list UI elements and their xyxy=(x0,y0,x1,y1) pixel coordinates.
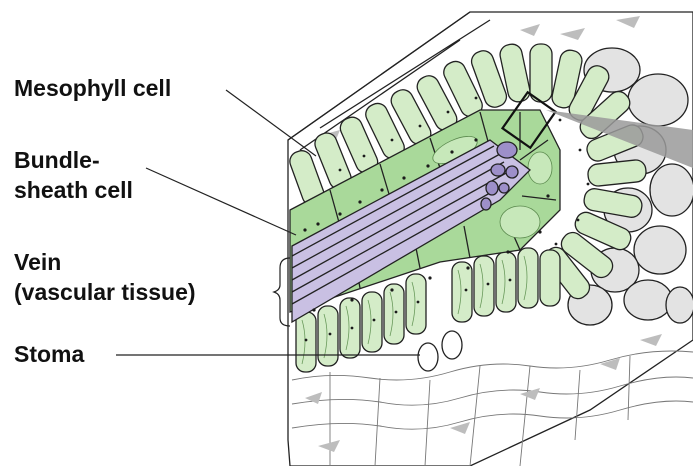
label-stoma: Stoma xyxy=(14,341,85,367)
label-vein-line2: (vascular tissue) xyxy=(14,279,196,305)
label-bundle-sheath-line2: sheath cell xyxy=(14,177,133,203)
mesophyll-leader-line xyxy=(226,90,316,156)
label-mesophyll-cell: Mesophyll cell xyxy=(14,75,171,101)
label-vein-line1: Vein xyxy=(14,249,61,275)
bundle-sheath-leader-line xyxy=(146,168,296,235)
label-bundle-sheath-line1: Bundle- xyxy=(14,147,100,173)
